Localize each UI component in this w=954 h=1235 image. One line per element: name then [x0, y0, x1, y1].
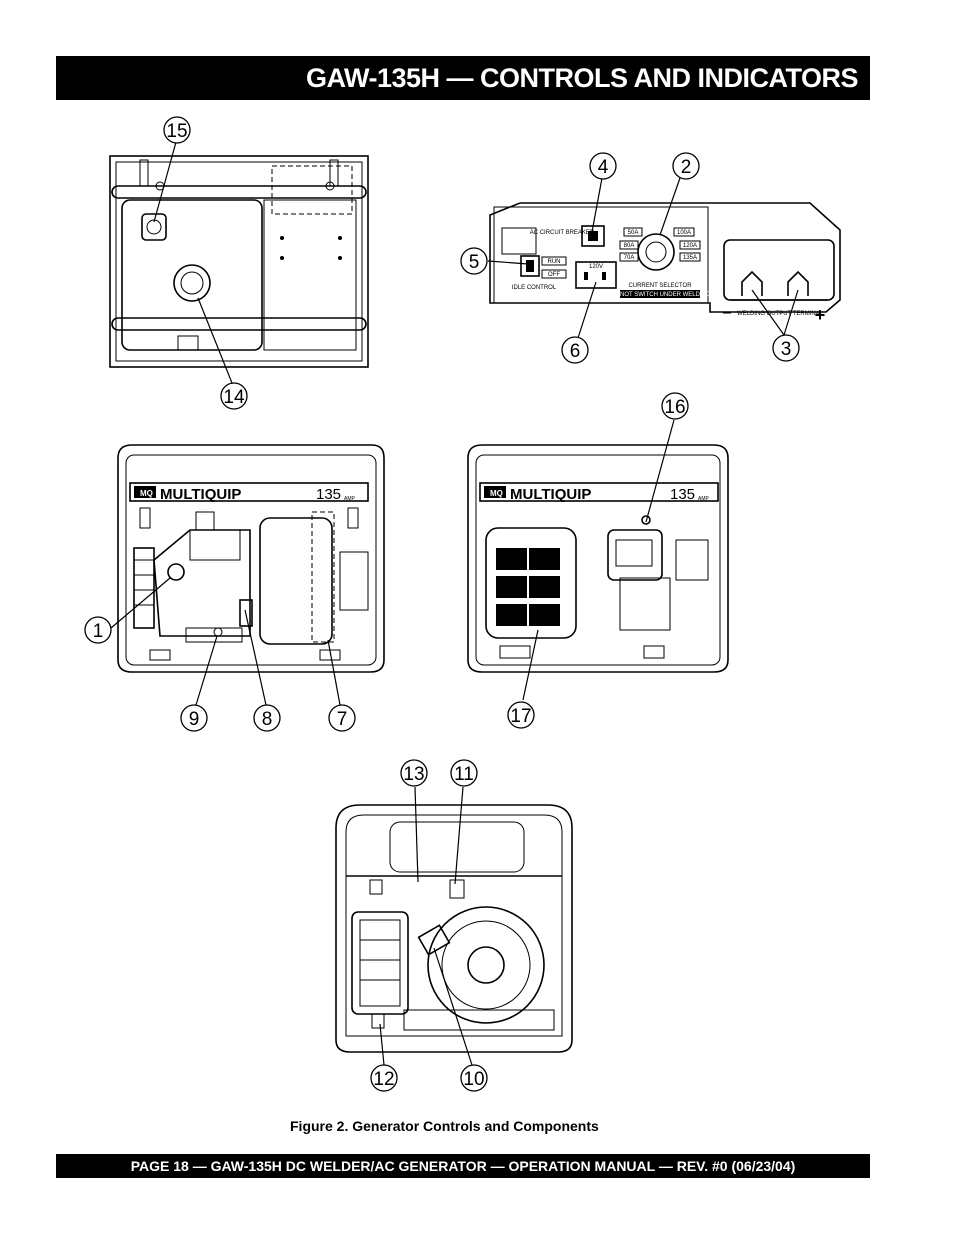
svg-text:135A: 135A — [683, 255, 697, 261]
rating-number: 135 — [316, 486, 341, 503]
figure-caption: Figure 2. Generator Controls and Compone… — [290, 1118, 599, 1134]
idle-switch-icon — [520, 255, 540, 277]
left-side-illustration: MQ MULTIQUIP 135 AMP — [117, 444, 385, 673]
callout-13: 13 — [400, 759, 428, 787]
rating-number-2: 135 — [670, 486, 695, 503]
svg-text:8: 8 — [262, 709, 273, 730]
callout-8: 8 — [253, 704, 281, 732]
ac-receptacle-icon — [575, 261, 617, 289]
air-intake-grille-icon — [485, 527, 577, 639]
callout-15: 15 — [163, 116, 191, 144]
callout-16: 16 — [661, 392, 689, 420]
header-bar: GAW-135H — CONTROLS AND INDICATORS — [56, 56, 870, 100]
svg-text:80A: 80A — [624, 243, 635, 249]
run-label: RUN — [548, 259, 561, 265]
callout-10: 10 — [460, 1064, 488, 1092]
svg-text:4: 4 — [598, 157, 609, 178]
svg-text:15: 15 — [166, 121, 187, 142]
svg-text:5: 5 — [469, 252, 480, 273]
svg-text:120A: 120A — [683, 243, 697, 249]
right-side-illustration: MQ MULTIQUIP 135 AMP — [467, 444, 729, 673]
svg-text:2: 2 — [681, 157, 692, 178]
svg-text:1: 1 — [93, 621, 104, 642]
svg-text:7: 7 — [337, 709, 348, 730]
mq-logo-icon-2 — [484, 486, 506, 498]
off-label: OFF — [548, 272, 560, 278]
do-not-switch-label: DO NOT SWITCH UNDER WELDING — [609, 292, 711, 298]
svg-text:6: 6 — [570, 341, 581, 362]
callout-12: 12 — [370, 1064, 398, 1092]
current-selector-dial-icon — [637, 233, 675, 271]
callout-2: 2 — [672, 152, 700, 180]
callout-17: 17 — [507, 701, 535, 729]
svg-text:13: 13 — [403, 764, 424, 785]
svg-text:AMP: AMP — [344, 496, 356, 502]
svg-text:100A: 100A — [677, 230, 691, 236]
page-title: GAW-135H — CONTROLS AND INDICATORS — [306, 63, 859, 93]
callout-5: 5 — [460, 247, 488, 275]
brand-name: MULTIQUIP — [160, 486, 241, 503]
plus-sign: + — [815, 305, 826, 325]
recoil-starter-icon — [427, 906, 545, 1024]
mq-logo-icon — [134, 486, 156, 498]
callout-7: 7 — [328, 704, 356, 732]
svg-text:14: 14 — [223, 387, 245, 408]
fuel-gauge-icon — [141, 213, 167, 241]
svg-text:12: 12 — [373, 1069, 394, 1090]
ac-breaker-label: AC CIRCUIT BREAKER — [530, 230, 595, 236]
svg-text:9: 9 — [189, 709, 200, 730]
welding-output-label: WELDING OUTPUT TERMINAL — [737, 311, 824, 317]
svg-text:16: 16 — [664, 397, 685, 418]
callout-14: 14 — [220, 382, 248, 410]
callout-4: 4 — [589, 152, 617, 180]
footer-bar: PAGE 18 — GAW-135H DC WELDER/AC GENERATO… — [56, 1154, 870, 1178]
voltage-label: 120V — [589, 264, 603, 270]
footer-text: PAGE 18 — GAW-135H DC WELDER/AC GENERATO… — [130, 1158, 796, 1174]
svg-text:AMP: AMP — [698, 496, 710, 502]
fuel-cap-icon — [173, 264, 211, 302]
svg-text:70A: 70A — [624, 255, 635, 261]
callout-11: 11 — [450, 759, 478, 787]
svg-text:50A: 50A — [628, 230, 639, 236]
minus-sign: − — [722, 305, 731, 322]
svg-text:MQ: MQ — [490, 489, 503, 498]
svg-text:MQ: MQ — [140, 489, 153, 498]
current-selector-label: CURRENT SELECTOR — [628, 283, 692, 289]
brand-name-2: MULTIQUIP — [510, 486, 591, 503]
rear-view-illustration — [335, 804, 573, 1053]
svg-text:3: 3 — [781, 339, 792, 360]
callout-3: 3 — [772, 334, 800, 362]
svg-text:10: 10 — [463, 1069, 484, 1090]
svg-text:17: 17 — [510, 706, 531, 727]
svg-text:11: 11 — [454, 764, 474, 785]
top-view-illustration — [109, 155, 369, 368]
callout-1: 1 — [84, 616, 112, 644]
callout-6: 6 — [561, 336, 589, 364]
callout-9: 9 — [180, 704, 208, 732]
control-panel-illustration: AC CIRCUIT BREAKER RUN OFF IDLE CONTROL … — [489, 202, 841, 325]
idle-control-label: IDLE CONTROL — [512, 285, 557, 291]
